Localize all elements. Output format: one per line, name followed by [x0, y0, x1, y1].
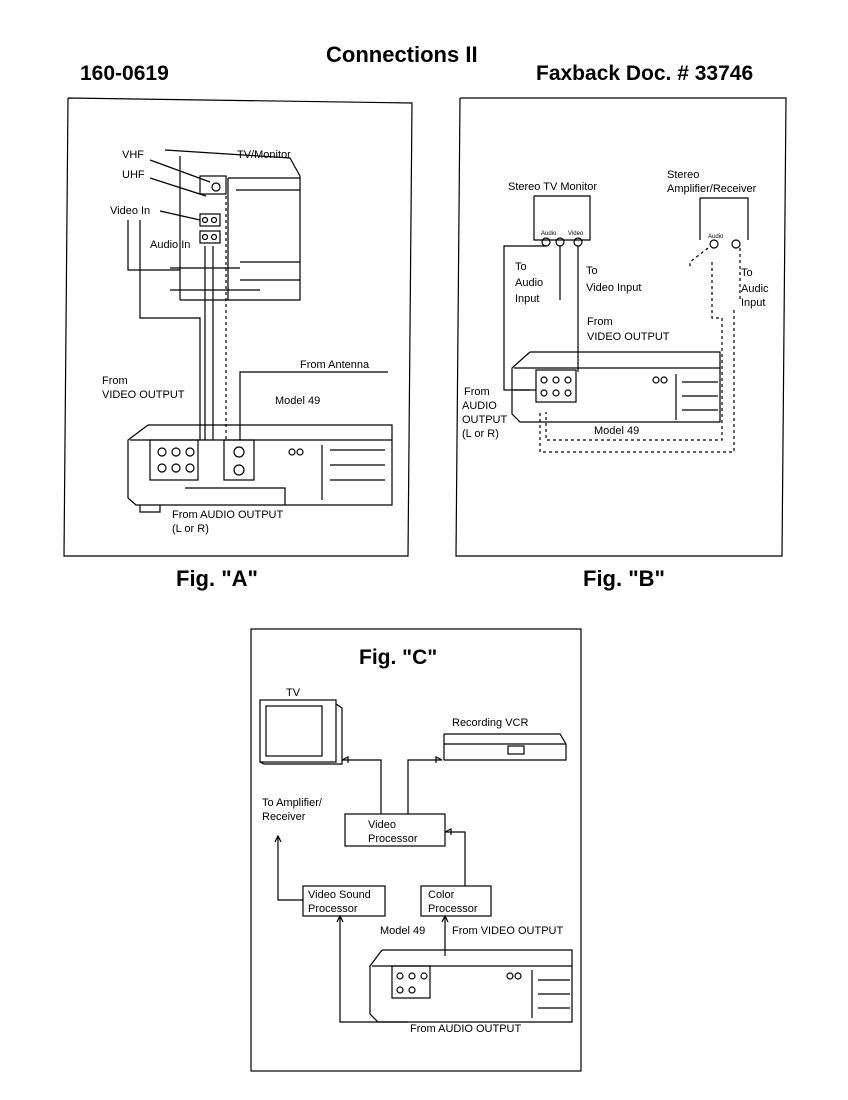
faxback-doc-number: Faxback Doc. # 33746	[536, 62, 754, 85]
fig-b-from2-label: From	[464, 386, 490, 398]
fig-b-to-audic-label: To	[741, 267, 753, 279]
fig-c-color-processor-label: Processor	[428, 903, 478, 915]
fig-b-input-label: Input	[515, 293, 539, 305]
fig-b-audio-caps-label: AUDIO	[462, 400, 497, 412]
fig-b-to-label: To	[515, 261, 527, 273]
fig-b-from-label: From	[587, 316, 613, 328]
fig-b-video-input-label: Video Input	[586, 282, 641, 294]
fig-a-audio-in-label: Audio In	[150, 239, 190, 251]
fig-c-video-processor-label-1: Video	[368, 819, 396, 831]
fig-c-tv-label: TV	[286, 687, 301, 699]
fig-a-from-audio-output-label: From AUDIO OUTPUT	[172, 509, 284, 521]
fig-a-tv-monitor-label: TV/Monitor	[237, 149, 291, 161]
fig-b-audic-input-label: Input	[741, 297, 765, 309]
fig-a-from-antenna-label: From Antenna	[300, 359, 370, 371]
fig-b-amp-audio-jack-label: Audio	[708, 234, 724, 240]
fig-a-video-in-label: Video In	[110, 205, 150, 217]
fig-b-stereo-tv-monitor-label: Stereo TV Monitor	[508, 181, 597, 193]
fig-b-l-or-r-label: (L or R)	[462, 428, 499, 440]
fig-a-model-label: Model 49	[275, 395, 320, 407]
page-title: Connections II	[326, 42, 478, 67]
fig-b-audic-label: Audic	[741, 283, 769, 295]
fig-c-to-amplifier-label: To Amplifier/	[262, 797, 323, 809]
fig-c-from-audio-output-label: From AUDIO OUTPUT	[410, 1023, 522, 1035]
fig-c-video-sound-processor-label: Processor	[308, 903, 358, 915]
fig-b-caption: Fig. "B"	[583, 566, 665, 591]
fig-c-color-label: Color	[428, 889, 455, 901]
doc-code: 160-0619	[80, 62, 169, 85]
fig-b-audio-jack-label: Audio	[541, 231, 557, 237]
fig-b-amplifier-receiver-label: Amplifier/Receiver	[667, 183, 757, 195]
fig-b-to-video-label: To	[586, 265, 598, 277]
fig-b-video-output-label: VIDEO OUTPUT	[587, 331, 670, 343]
fig-b-video-jack-label: Video	[568, 231, 584, 237]
fig-a-from-label: From	[102, 375, 128, 387]
fig-c-recording-vcr-label: Recording VCR	[452, 717, 528, 729]
fig-a-vhf-label: VHF	[122, 149, 144, 161]
fig-b-model-label: Model 49	[594, 425, 639, 437]
fig-c-video-sound-label: Video Sound	[308, 889, 371, 901]
fig-b-stereo-label: Stereo	[667, 169, 699, 181]
fig-a-caption: Fig. "A"	[176, 566, 258, 591]
fig-c-caption: Fig. "C"	[359, 646, 437, 669]
fig-a-uhf-label: UHF	[122, 169, 145, 181]
fig-c-model-label: Model 49	[380, 925, 425, 937]
fig-c-receiver-label: Receiver	[262, 811, 306, 823]
fig-a-l-or-r-label: (L or R)	[172, 523, 209, 535]
fig-a-video-output-label: VIDEO OUTPUT	[102, 389, 185, 401]
fig-b-output-label: OUTPUT	[462, 414, 508, 426]
fig-b-audio-label: Audio	[515, 277, 543, 289]
fig-c-from-video-output-label: From VIDEO OUTPUT	[452, 925, 564, 937]
fig-c-video-processor-label-2: Processor	[368, 833, 418, 845]
